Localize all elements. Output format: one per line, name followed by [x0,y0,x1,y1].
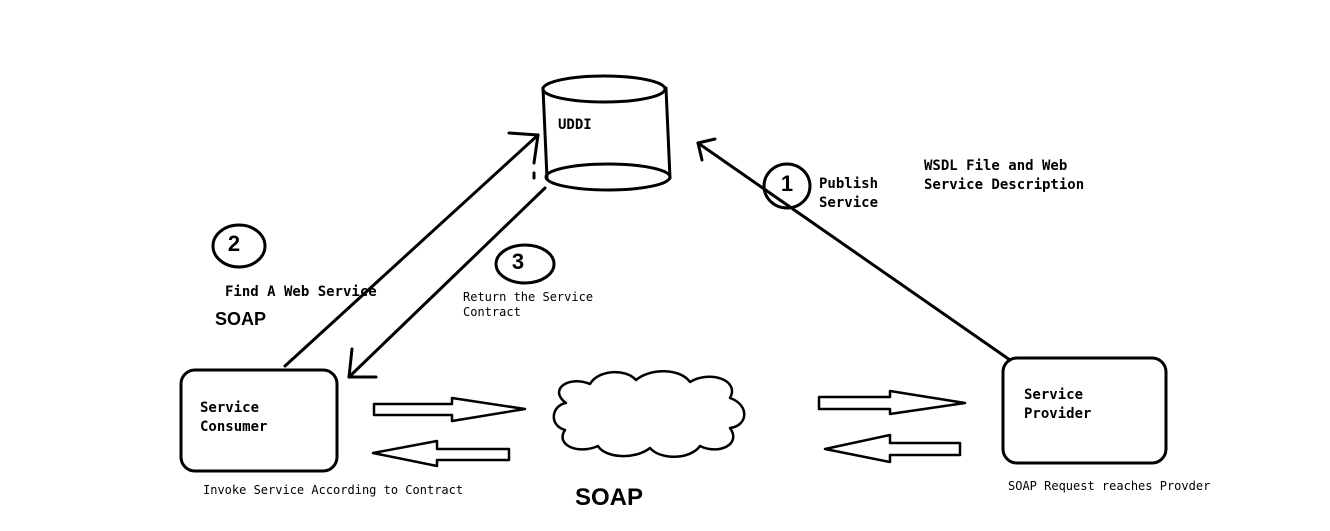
step2-circle [211,223,267,269]
uddi-database [541,74,672,192]
soap-bottom-label: SOAP [575,484,644,511]
service-consumer-label: Service Consumer [200,400,268,435]
find-arrow [283,131,540,368]
service-consumer-box [179,368,339,473]
service-provider-label: Service Provider [1024,387,1092,422]
step3-number: 3 [511,249,525,274]
step1-circle [762,162,812,210]
return-arrow [347,186,547,379]
service-provider-box [1001,356,1168,465]
invoke-service-caption: Invoke Service According to Contract [203,483,464,497]
step3-circle [494,243,556,285]
request-arrow-left [372,396,527,423]
request-arrow-right [817,389,967,416]
publish-service-label: Publish Service [819,176,879,211]
soap-cloud [552,370,746,458]
step1-number: 1 [780,171,794,196]
uddi-label: UDDI [558,117,592,133]
return-contract-label: Return the Service Contract [463,290,594,319]
response-arrow-right [823,433,962,464]
step2-number: 2 [227,231,241,256]
soap-request-caption: SOAP Request reaches Provder [1008,479,1211,493]
response-arrow-left [371,439,511,468]
wsdl-description-label: WSDL File and Web Service Description [924,158,1085,193]
find-web-service-label: Find A Web Service [225,284,377,300]
publish-arrow [696,137,1012,362]
soap-left-label: SOAP [215,309,267,329]
